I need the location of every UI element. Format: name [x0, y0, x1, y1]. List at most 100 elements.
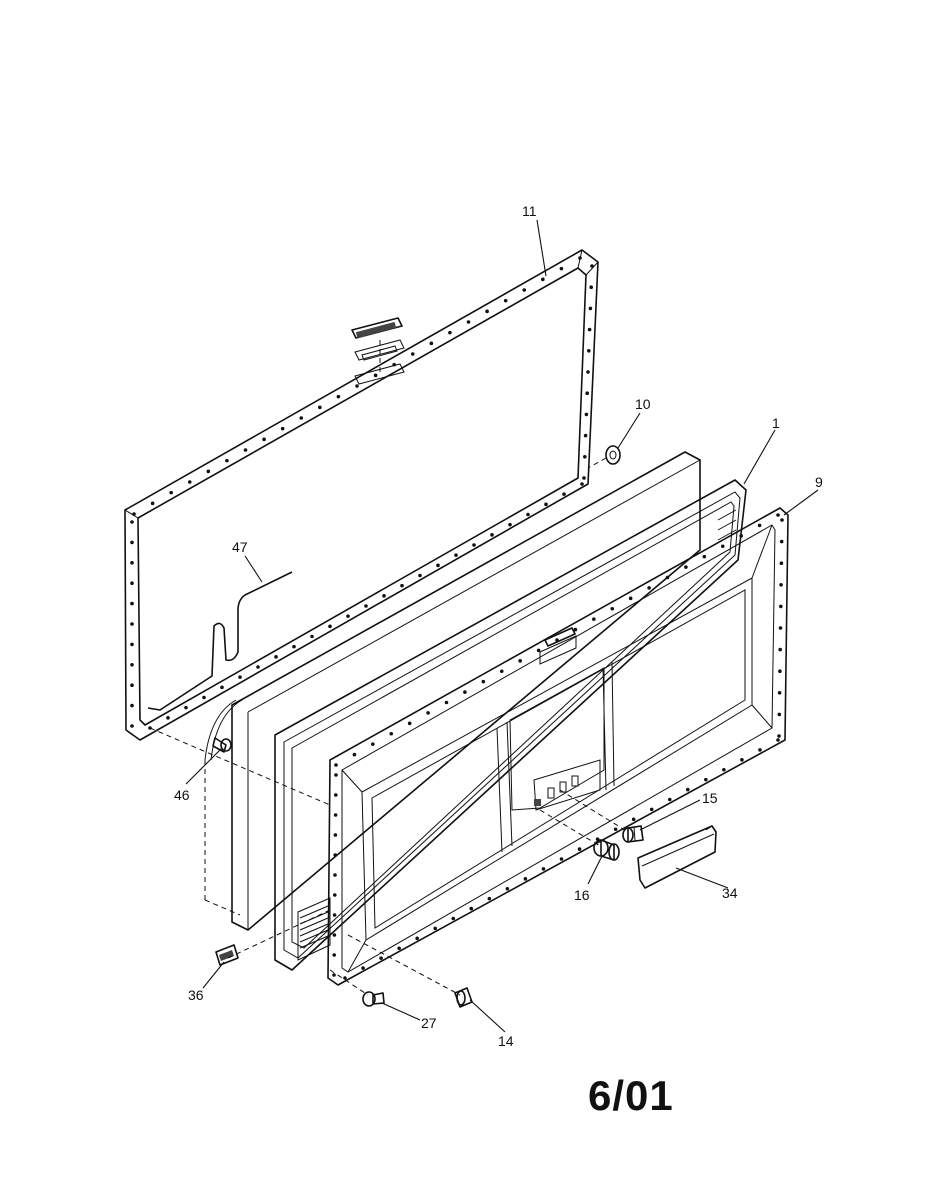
frame-hole	[429, 341, 434, 346]
liner-hole	[739, 534, 743, 538]
liner-hole	[389, 731, 394, 736]
frame-hole	[130, 601, 134, 606]
frame-hole	[292, 644, 296, 649]
liner-hole	[426, 711, 430, 715]
callout-47: 47	[232, 539, 248, 555]
frame-hole	[130, 663, 134, 667]
frame-hole	[583, 455, 587, 459]
frame-hole	[582, 476, 586, 480]
liner-hole	[379, 956, 383, 960]
frame-hole	[184, 705, 188, 710]
liner-hole	[555, 638, 559, 642]
liner-hole	[332, 953, 337, 957]
liner-hole	[352, 752, 357, 757]
liner-hole	[577, 847, 582, 851]
frame-hole	[588, 306, 593, 311]
liner-hole	[647, 586, 651, 590]
liner-hole	[778, 669, 782, 673]
callout-15: 15	[702, 790, 718, 806]
liner-hole	[334, 773, 338, 777]
liner-hole	[333, 853, 338, 857]
door-liner-part-9	[327, 507, 789, 986]
frame-hole	[400, 583, 404, 588]
liner-hole	[541, 867, 546, 871]
date-code: 6/01	[588, 1072, 674, 1119]
liner-hole	[334, 763, 338, 767]
liner-hole	[332, 913, 337, 917]
frame-hole	[373, 373, 378, 378]
frame-hole	[522, 288, 527, 292]
liner-hole	[444, 700, 449, 705]
liner-hole	[776, 513, 780, 517]
frame-hole	[508, 522, 512, 527]
frame-hole	[130, 581, 134, 585]
liner-hole	[758, 748, 762, 752]
liner-hole	[665, 575, 670, 580]
frame-hole	[238, 675, 242, 679]
frame-hole	[132, 512, 136, 516]
liner-hole	[649, 807, 654, 812]
liner-hole	[505, 886, 510, 891]
frame-hole	[187, 480, 192, 484]
frame-hole	[586, 370, 590, 374]
liner-hole	[371, 742, 375, 746]
frame-hole	[336, 394, 341, 399]
frame-hole	[559, 266, 564, 271]
liner-hole	[780, 518, 784, 522]
callout-10: 10	[635, 396, 651, 412]
frame-hole	[310, 634, 314, 639]
liner-hole	[536, 648, 541, 653]
bumper-part-10	[587, 445, 621, 469]
liner-hole	[487, 896, 492, 901]
liner-hole	[720, 544, 725, 549]
frame-hole	[299, 416, 304, 420]
liner-hole	[613, 827, 618, 832]
liner-hole	[469, 906, 474, 911]
frame-hole	[436, 563, 440, 568]
frame-hole	[583, 433, 588, 438]
hinge-pin-part-14	[454, 987, 473, 1008]
frame-hole	[130, 622, 134, 626]
frame-hole	[472, 543, 476, 547]
frame-hole	[585, 391, 589, 396]
frame-hole	[562, 492, 566, 496]
liner-hole	[463, 690, 467, 694]
liner-hole	[361, 966, 365, 970]
frame-hole	[346, 614, 350, 618]
frame-hole	[256, 665, 260, 669]
liner-hole	[778, 647, 782, 652]
liner-hole	[332, 973, 336, 977]
liner-hole	[740, 758, 744, 762]
frame-hole	[587, 327, 592, 332]
frame-hole	[466, 320, 471, 324]
callout-46: 46	[174, 787, 190, 803]
liner-hole	[523, 877, 528, 881]
liner-hole	[777, 712, 782, 717]
frame-hole	[318, 405, 322, 410]
liner-hole	[333, 873, 337, 877]
liner-hole	[481, 679, 486, 684]
liner-hole	[779, 583, 783, 587]
frame-hole	[130, 642, 134, 647]
alignment-lines	[149, 727, 629, 996]
liner-hole	[777, 691, 782, 695]
frame-hole	[578, 256, 582, 260]
frame-hole	[328, 624, 332, 629]
liner-hole	[779, 561, 784, 565]
liner-hole	[333, 893, 337, 897]
frame-hole	[130, 520, 134, 524]
liner-hole	[757, 523, 762, 528]
handle-trim-part-34	[637, 825, 717, 889]
frame-hole	[590, 264, 594, 268]
liner-hole	[777, 734, 781, 738]
frame-hole	[130, 540, 134, 545]
frame-hole	[280, 426, 285, 431]
callout-9: 9	[815, 474, 823, 490]
frame-hole	[150, 501, 155, 506]
frame-hole	[262, 437, 266, 442]
frame-hole	[364, 604, 368, 608]
liner-hole	[559, 857, 564, 861]
liner-hole	[433, 926, 438, 931]
liner-hole	[332, 933, 337, 937]
